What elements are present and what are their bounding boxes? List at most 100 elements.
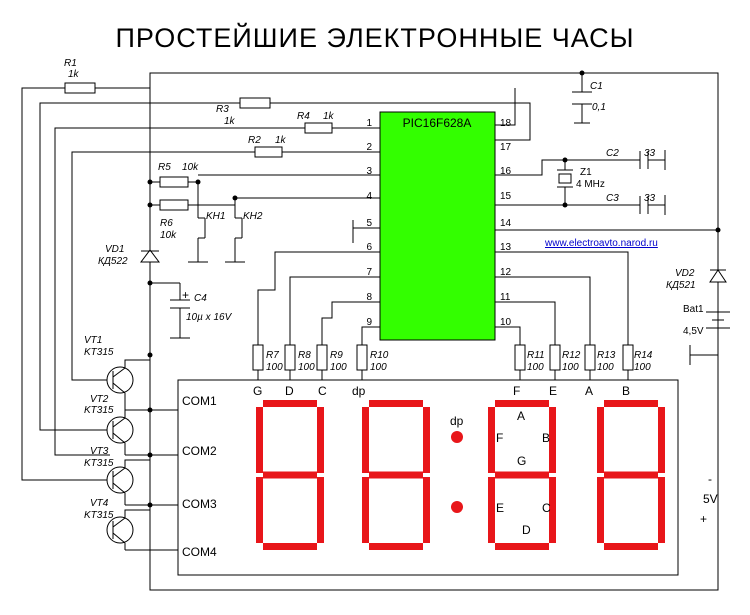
resistor-r12: R12 100	[549, 344, 581, 373]
svg-text:12: 12	[500, 267, 512, 278]
segment-d	[495, 543, 549, 550]
svg-text:F: F	[513, 384, 520, 398]
diode-vd2: VD2 КД521	[666, 268, 727, 291]
svg-text:8: 8	[366, 292, 372, 303]
svg-text:C2: C2	[606, 148, 619, 159]
digit-3	[488, 400, 556, 550]
digit-4	[597, 400, 665, 550]
svg-text:1k: 1k	[224, 116, 236, 127]
capacitor-c1: C1 0,1	[572, 81, 606, 113]
svg-text:1: 1	[366, 118, 372, 129]
svg-text:R2: R2	[248, 135, 261, 146]
svg-text:R3: R3	[216, 104, 229, 115]
svg-text:VT2: VT2	[90, 394, 109, 405]
segment-a	[369, 400, 423, 407]
resistor-r7: R7 100	[252, 344, 283, 373]
svg-text:R12: R12	[562, 350, 581, 361]
svg-text:100: 100	[597, 362, 614, 373]
website-link: www.electroavto.narod.ru	[544, 238, 658, 249]
svg-text:10: 10	[500, 317, 512, 328]
svg-text:KT315: KT315	[84, 347, 114, 358]
svg-text:-: -	[708, 472, 712, 486]
segment-f	[256, 407, 263, 473]
mcu-name: PIC16F628A	[403, 116, 472, 130]
segment-f	[362, 407, 369, 473]
svg-text:KH2: KH2	[243, 211, 263, 222]
svg-text:9: 9	[366, 317, 372, 328]
svg-text:КД521: КД521	[666, 280, 696, 291]
segment-a	[263, 400, 317, 407]
svg-text:G: G	[253, 384, 262, 398]
svg-text:10k: 10k	[160, 230, 177, 241]
seg-letter-e: E	[496, 501, 504, 515]
seg-letter-a: A	[517, 409, 525, 423]
segment-f	[597, 407, 604, 473]
resistor-r9: R9 100	[316, 344, 347, 373]
battery-bat1: Bat1 4,5V	[683, 304, 730, 337]
svg-text:17: 17	[500, 142, 512, 153]
seg-letter-dp: dp	[450, 414, 464, 428]
segment-b	[549, 407, 556, 473]
svg-text:1k: 1k	[323, 111, 335, 122]
svg-text:4: 4	[366, 191, 372, 202]
segment-d	[263, 543, 317, 550]
resistor-r4: R4 1k	[297, 111, 335, 134]
transistor-vt1: VT1 KT315	[84, 335, 151, 410]
segment-b	[423, 407, 430, 473]
resistor-r10: R10 100	[356, 344, 389, 373]
segment-d	[369, 543, 423, 550]
svg-text:R10: R10	[370, 350, 389, 361]
svg-text:R1: R1	[64, 58, 77, 69]
svg-text:D: D	[285, 384, 294, 398]
segment-g	[369, 471, 423, 479]
segment-e	[362, 477, 369, 543]
svg-text:KT315: KT315	[84, 405, 114, 416]
svg-text:1k: 1k	[275, 135, 287, 146]
seg-letter-c: C	[542, 501, 551, 515]
svg-text:B: B	[622, 384, 630, 398]
svg-text:3: 3	[366, 166, 372, 177]
svg-text:33: 33	[644, 193, 656, 204]
svg-text:100: 100	[370, 362, 387, 373]
segment-g	[263, 471, 317, 479]
svg-text:18: 18	[500, 118, 512, 129]
svg-text:R11: R11	[527, 350, 545, 361]
svg-text:R7: R7	[266, 350, 279, 361]
svg-text:KT315: KT315	[84, 510, 114, 521]
digit-1	[256, 400, 324, 550]
transistor-vt3: VT3 KT315	[84, 446, 150, 505]
segment-d	[604, 543, 658, 550]
digit-2	[362, 400, 430, 550]
resistor-r13: R13 100	[584, 344, 616, 373]
svg-text:C: C	[318, 384, 327, 398]
segment-c	[317, 477, 324, 543]
transistor-vt2: VT2 KT315	[84, 394, 150, 455]
svg-text:5: 5	[366, 218, 372, 229]
svg-text:dp: dp	[352, 384, 366, 398]
svg-text:Z1: Z1	[580, 167, 592, 178]
svg-text:KT315: KT315	[84, 458, 114, 469]
resistor-r3: R3 1k	[216, 97, 271, 127]
power-labels: - 5V +	[700, 472, 718, 526]
svg-text:6: 6	[366, 242, 372, 253]
svg-text:R6: R6	[160, 218, 173, 229]
seg-letter-f: F	[496, 431, 503, 445]
svg-text:VT3: VT3	[90, 446, 109, 457]
svg-text:КД522: КД522	[98, 256, 128, 267]
com4-label: COM4	[182, 545, 217, 559]
svg-text:R5: R5	[158, 162, 171, 173]
svg-text:E: E	[549, 384, 557, 398]
button-kh1: KH1	[198, 211, 225, 239]
svg-text:4,5V: 4,5V	[683, 326, 704, 337]
segment-g	[604, 471, 658, 479]
svg-text:16: 16	[500, 166, 512, 177]
svg-text:+: +	[182, 288, 189, 302]
svg-text:Bat1: Bat1	[683, 304, 704, 315]
com3-label: COM3	[182, 497, 217, 511]
wires	[21, 72, 719, 591]
svg-text:7: 7	[366, 267, 372, 278]
svg-text:VD2: VD2	[675, 268, 695, 279]
resistor-r11: R11 100	[514, 344, 545, 373]
mcu: PIC16F628A 1 2 3 4 5 6 7 8 9 18 17 16 15…	[366, 111, 512, 341]
